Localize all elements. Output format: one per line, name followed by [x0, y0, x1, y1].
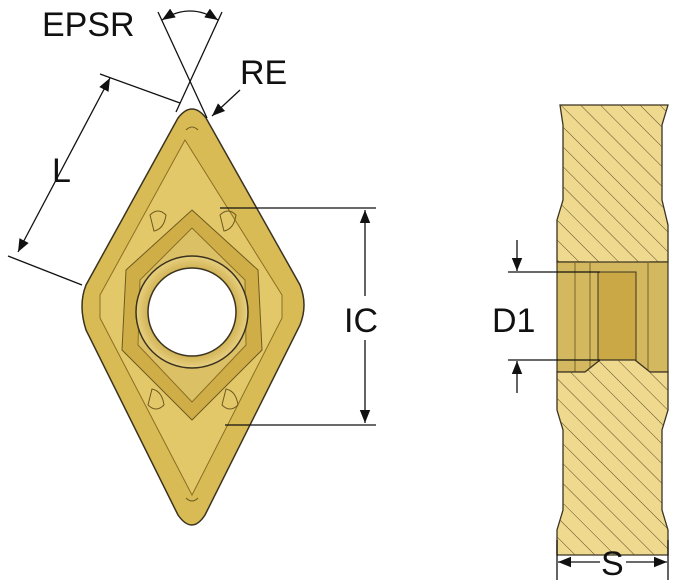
d1-label: D1	[492, 302, 535, 340]
insert-section-view	[556, 104, 669, 556]
epsr-dimension: EPSR	[42, 6, 223, 119]
l-dimension: L	[7, 73, 181, 286]
s-label: S	[601, 545, 624, 583]
corner-recesses	[147, 126, 239, 502]
l-label: L	[52, 152, 71, 190]
d1-dimension: D1	[492, 240, 600, 393]
epsr-label: EPSR	[42, 6, 135, 44]
re-dimension: RE	[211, 54, 287, 117]
ic-dimension: IC	[220, 207, 378, 426]
insert-top-view	[81, 108, 305, 526]
ic-label: IC	[344, 302, 378, 340]
s-dimension: S	[556, 540, 669, 583]
center-hole	[147, 267, 237, 357]
re-label: RE	[240, 54, 287, 92]
